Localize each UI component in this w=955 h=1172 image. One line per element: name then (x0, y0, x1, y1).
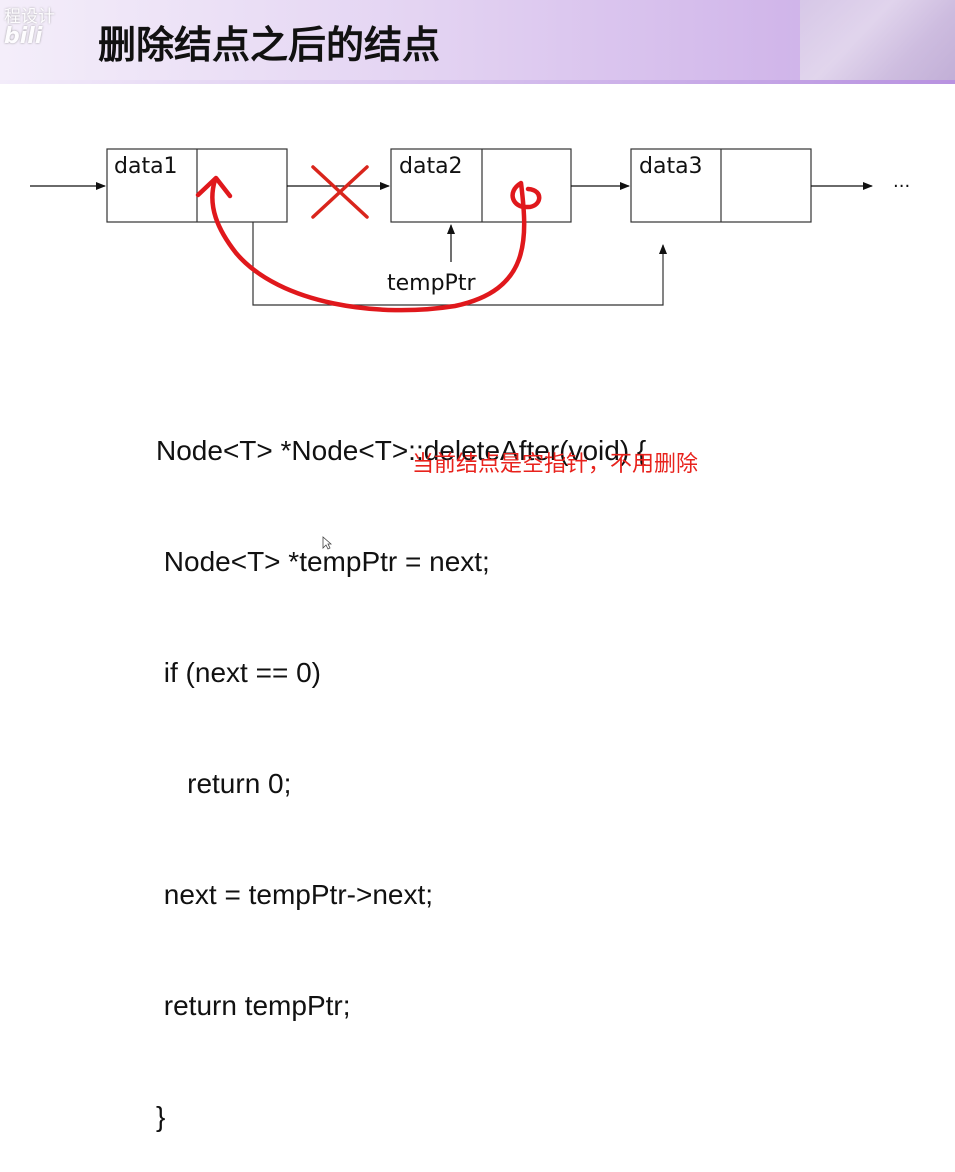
tempptr-label: tempPtr (387, 271, 476, 296)
code-line: if (next == 0) (156, 657, 321, 688)
node-3-label: data3 (639, 154, 703, 179)
linked-list-diagram: data1 data2 data3 ··· tempPtr (30, 148, 910, 313)
node-3: data3 (630, 148, 812, 223)
header-divider (0, 80, 955, 84)
code-line: return tempPtr; (156, 990, 351, 1021)
watermark-text: 程设计 (4, 7, 55, 27)
code-line: return 0; (156, 768, 292, 799)
watermark: 程设计 bili (0, 0, 70, 60)
annotation-arrowhead (195, 175, 233, 199)
node-2-box (390, 148, 572, 223)
code-line: Node<T> *Node<T>::deleteAfter(void) { (156, 435, 647, 466)
slide-header (0, 0, 955, 80)
bilibili-logo: bili (4, 24, 43, 49)
code-line: Node<T> *tempPtr = next; (156, 546, 490, 577)
code-comment: 当前结点是空指针，不用删除 (412, 452, 699, 477)
header-decoration (800, 0, 955, 80)
node-2: data2 (390, 148, 572, 223)
mouse-cursor-icon (322, 536, 332, 550)
slide-title: 删除结点之后的结点 (98, 23, 441, 67)
code-line: next = tempPtr->next; (156, 879, 434, 910)
node-1-label: data1 (114, 154, 178, 179)
node-2-label: data2 (399, 154, 463, 179)
annotation-curve (210, 177, 542, 313)
cross-icon (311, 165, 369, 219)
node-1: data1 (106, 148, 288, 223)
ellipsis: ··· (893, 176, 910, 197)
code-block: Node<T> *Node<T>::deleteAfter(void) { No… (156, 358, 646, 1172)
code-line: } (156, 1101, 166, 1132)
